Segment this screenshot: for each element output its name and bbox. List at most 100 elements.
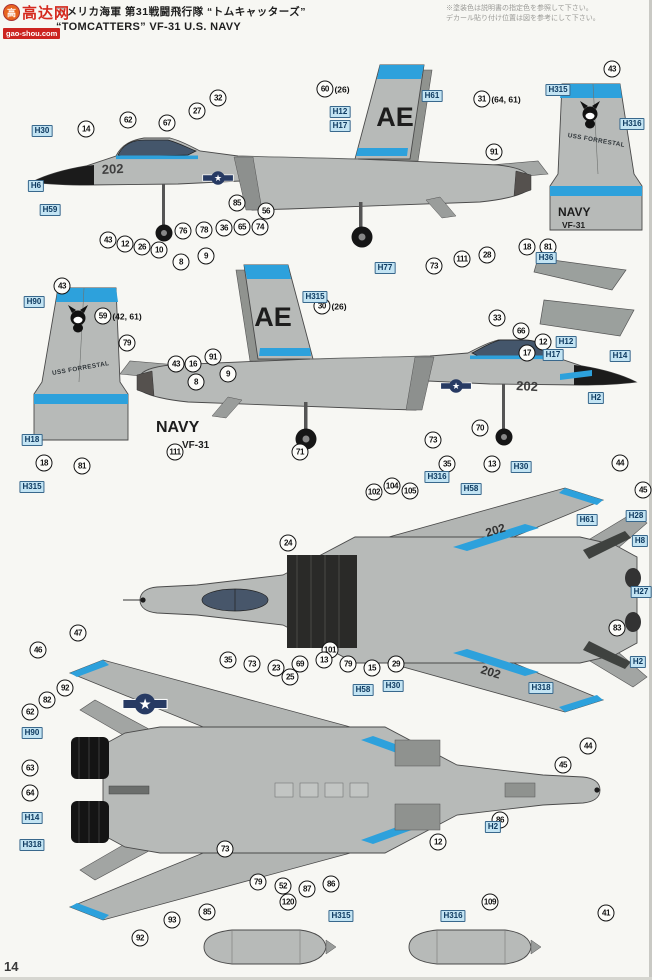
glove-blue-chevron-upper bbox=[453, 524, 539, 551]
fin-top-slash-lower bbox=[583, 641, 631, 669]
nose-gear-hub bbox=[501, 434, 507, 440]
engine-nozzle-upper bbox=[71, 737, 109, 779]
modex-number: 202 bbox=[101, 161, 123, 177]
tank-body bbox=[203, 929, 327, 965]
part-callout: 92 bbox=[131, 929, 149, 947]
bottom-view: ★ bbox=[68, 659, 601, 921]
spine-panel-line bbox=[237, 155, 359, 160]
svg-text:★: ★ bbox=[452, 381, 460, 391]
missile-pallet bbox=[274, 782, 294, 798]
fin-top-blue-band bbox=[244, 265, 291, 279]
side-view-nose-left: AE 202 ★ bbox=[30, 64, 549, 248]
stab-part-upper bbox=[533, 257, 627, 291]
watermark-site-name: 高达网 bbox=[22, 5, 71, 22]
wingtip-blue-upper bbox=[70, 660, 109, 677]
scheme-title-japanese: アメリカ海軍 第31戦闘飛行隊 “トムキャッターズ” bbox=[56, 6, 306, 18]
missile-pallet bbox=[299, 782, 319, 798]
spine-panel-line bbox=[309, 355, 431, 360]
center-dark-section bbox=[287, 555, 357, 648]
fin-top-blue-band bbox=[377, 65, 424, 79]
squadron-text: VF-31 bbox=[182, 440, 210, 451]
part-callout: 43 bbox=[603, 60, 621, 78]
main-gear-strut bbox=[359, 202, 363, 230]
tail-code-letters: AE bbox=[376, 102, 414, 132]
fin-detail-top-blue-band bbox=[560, 84, 622, 98]
main-gear-hub bbox=[302, 435, 310, 443]
exhaust-upper bbox=[625, 568, 641, 588]
canopy bbox=[117, 139, 197, 158]
felix-cat-emblem bbox=[580, 101, 600, 129]
wingtip-blue-lower bbox=[70, 903, 109, 920]
watermark-site-url: gao-shou.com bbox=[3, 28, 61, 39]
fin-top-slash-upper bbox=[583, 531, 631, 559]
corner-note-line1: ※塗装色は説明書の指定色を参照して下さい。 bbox=[446, 5, 593, 12]
ventral-fin bbox=[425, 196, 457, 219]
exhaust-nozzle bbox=[136, 370, 155, 397]
exhaust-lower bbox=[625, 612, 641, 632]
rudder-line bbox=[78, 287, 85, 383]
missile-pallet bbox=[324, 782, 344, 798]
engine-nozzle-lower bbox=[71, 801, 109, 843]
scheme-header: アメリカ海軍 第31戦闘飛行隊 “トムキャッターズ” “TOMCATTERS” … bbox=[56, 4, 306, 33]
canopy-blue-stripe bbox=[116, 155, 198, 160]
glove-blue-chevron-lower bbox=[453, 649, 539, 676]
scheme-title-english: “TOMCATTERS” VF-31 U.S. NAVY bbox=[56, 21, 242, 33]
national-insignia-wing: ★ bbox=[122, 693, 168, 715]
modex-lower-glove: 202 bbox=[479, 662, 503, 681]
drop-tank-right bbox=[408, 929, 542, 965]
corner-note-line2: デカール貼り付け位置は図を参考にして下さい。 bbox=[446, 14, 600, 22]
nose-gear-strut bbox=[162, 184, 165, 226]
drop-tank-left bbox=[203, 929, 337, 965]
modex-upper-glove: 202 bbox=[484, 521, 508, 540]
main-gear-hub bbox=[358, 233, 366, 241]
fin-detail-mid-blue-band bbox=[550, 186, 642, 196]
modex-number: 202 bbox=[516, 378, 538, 394]
fin-detail-top-blue-band bbox=[56, 288, 118, 302]
nose-tip bbox=[140, 597, 146, 603]
svg-text:★: ★ bbox=[214, 173, 222, 183]
nose-gear-hub bbox=[161, 230, 167, 236]
watermark-logo: 高 高达网 gao-shou.com bbox=[3, 2, 70, 41]
main-gear-strut bbox=[304, 402, 308, 432]
scan-edge-bottom bbox=[0, 977, 652, 980]
tank-tail-cone bbox=[325, 939, 337, 955]
fin-detail-mid-blue-band bbox=[34, 394, 128, 404]
ventral-fin bbox=[211, 396, 243, 419]
tail-code-letters: AE bbox=[254, 302, 292, 332]
canopy-blue-stripe bbox=[470, 355, 552, 360]
stab-part-lower bbox=[539, 299, 635, 337]
fin-base-blue-band bbox=[259, 348, 311, 356]
navy-text: NAVY bbox=[558, 205, 590, 219]
wingtip-blue-upper bbox=[559, 488, 603, 505]
fin-base-blue-band bbox=[356, 148, 408, 156]
main-gear-bay-lower bbox=[394, 803, 441, 831]
missile-pallet bbox=[349, 782, 369, 798]
nose-blue-stripe bbox=[560, 370, 592, 380]
part-number: 43 bbox=[603, 60, 621, 78]
navy-text-large: NAVY bbox=[156, 419, 200, 436]
tail-fin-detail-right: USS FORRESTAL NAVY VF-31 bbox=[549, 83, 643, 231]
squadron-text: VF-31 bbox=[562, 220, 585, 230]
intake-splitter bbox=[405, 356, 435, 411]
arrestor-hook bbox=[108, 785, 150, 795]
rudder-line bbox=[592, 83, 599, 175]
fuselage-planform bbox=[139, 536, 638, 664]
nose-gear-bay bbox=[504, 782, 536, 798]
watermark-mascot-icon: 高 bbox=[3, 4, 20, 21]
part-number: 92 bbox=[131, 929, 149, 947]
stabilizer-detail-parts bbox=[533, 257, 635, 337]
black-radome bbox=[32, 165, 94, 185]
felix-cat-emblem bbox=[68, 305, 88, 333]
page-number: 14 bbox=[4, 959, 19, 974]
top-view: 202 202 bbox=[123, 487, 648, 713]
nose-tip bbox=[594, 787, 600, 793]
svg-text:★: ★ bbox=[139, 697, 152, 713]
side-view-nose-right: AE 202 ★ NAVY VF-31 bbox=[119, 264, 638, 451]
black-radome bbox=[574, 365, 636, 385]
nose-gear-strut bbox=[502, 384, 505, 430]
exhaust-nozzle bbox=[513, 170, 532, 197]
tail-fin-detail-left: USS FORRESTAL bbox=[33, 287, 129, 441]
tank-body bbox=[408, 929, 532, 965]
national-insignia: ★ bbox=[440, 379, 472, 393]
